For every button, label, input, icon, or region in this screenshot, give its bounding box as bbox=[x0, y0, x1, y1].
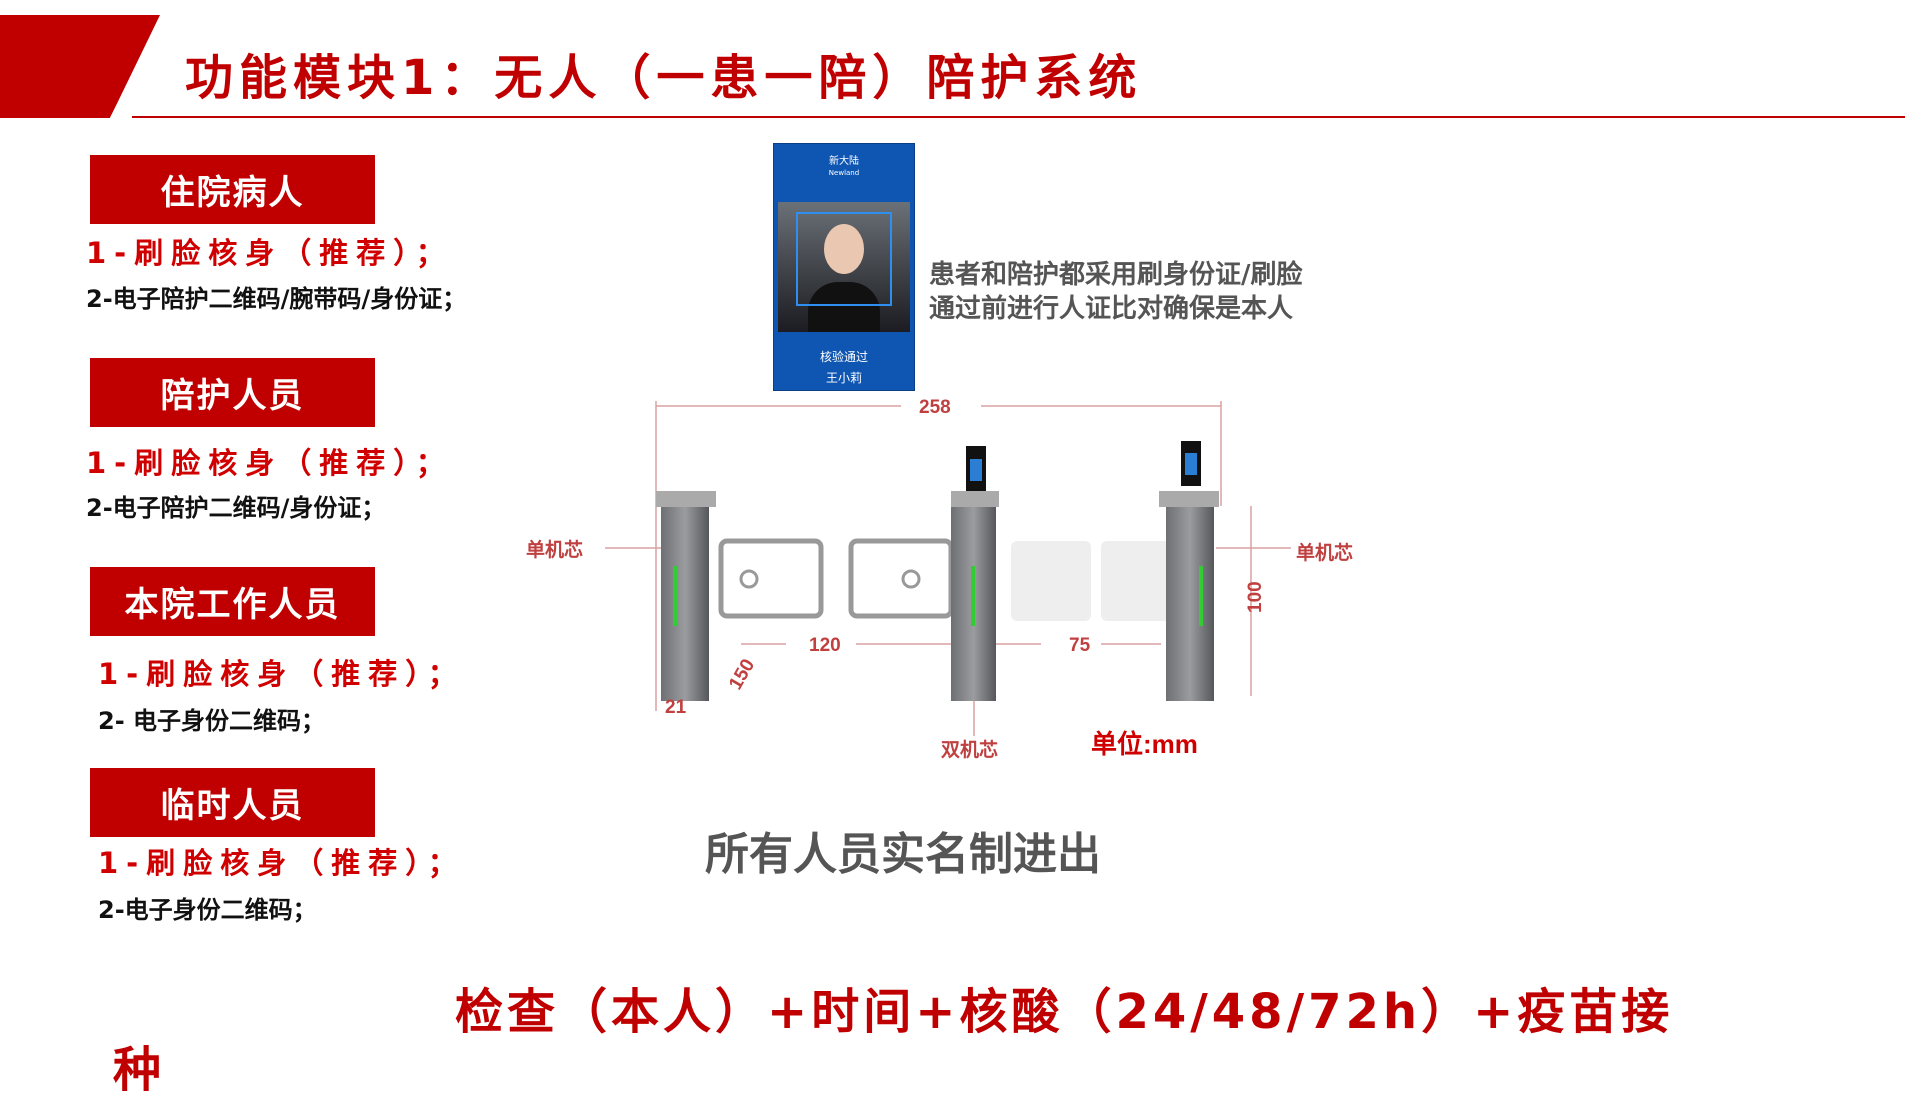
group-label-inpatient: 住院病人 bbox=[90, 155, 375, 224]
dual-core-label: 双机芯 bbox=[941, 738, 998, 761]
inpatient-method-2: 2-电子陪护二维码/腕带码/身份证； bbox=[86, 285, 467, 313]
check-requirements-cont: 种 bbox=[113, 1042, 166, 1098]
turnstile-gates bbox=[656, 441, 1219, 701]
group-label-caregiver: 陪护人员 bbox=[90, 358, 375, 427]
inpatient-method-1: 1-刷脸核身（推荐）； bbox=[86, 236, 453, 270]
dim-gap-120: 120 bbox=[809, 635, 841, 656]
temporary-method-2: 2-电子身份二维码； bbox=[98, 896, 317, 924]
face-photo bbox=[778, 202, 910, 332]
right-core-label: 单机芯 bbox=[1296, 541, 1353, 564]
realname-caption: 所有人员实名制进出 bbox=[705, 829, 1101, 880]
dim-width: 258 bbox=[919, 397, 951, 418]
page-title: 功能模块1：无人（一患一陪）陪护系统 bbox=[185, 50, 1143, 106]
unit-label: 单位:mm bbox=[1091, 729, 1198, 759]
dim-base: 21 bbox=[665, 697, 687, 718]
note-line-1: 患者和陪护都采用刷身份证/刷脸 bbox=[929, 260, 1303, 290]
caregiver-method-1: 1-刷脸核身（推荐）； bbox=[86, 446, 453, 480]
dim-height: 100 bbox=[1245, 581, 1266, 613]
check-requirements: 检查（本人）+时间+核酸（24/48/72h）+疫苗接 bbox=[455, 984, 1674, 1040]
verify-status: 核验通过 bbox=[819, 350, 868, 364]
caregiver-method-2: 2-电子陪护二维码/身份证； bbox=[86, 494, 386, 522]
temporary-method-1: 1-刷脸核身（推荐）； bbox=[98, 846, 465, 880]
verified-name: 王小莉 bbox=[825, 371, 862, 385]
verification-note: 患者和陪护都采用刷身份证/刷脸 通过前进行人证比对确保是本人 bbox=[929, 258, 1303, 326]
title-divider bbox=[132, 116, 1905, 118]
group-label-staff: 本院工作人员 bbox=[90, 567, 375, 636]
header-corner-shape bbox=[0, 15, 160, 123]
dim-depth: 150 bbox=[725, 656, 759, 694]
staff-method-1: 1-刷脸核身（推荐）； bbox=[98, 657, 465, 691]
left-core-label: 单机芯 bbox=[526, 538, 583, 561]
group-label-temporary: 临时人员 bbox=[90, 768, 375, 837]
staff-method-2: 2- 电子身份二维码； bbox=[98, 707, 326, 735]
note-line-2: 通过前进行人证比对确保是本人 bbox=[929, 294, 1294, 324]
dim-gap-75: 75 bbox=[1069, 635, 1091, 656]
turnstile-diagram: 258 单机芯 单机芯 100 120 75 150 21 双机芯 单位:mm bbox=[526, 397, 1353, 761]
